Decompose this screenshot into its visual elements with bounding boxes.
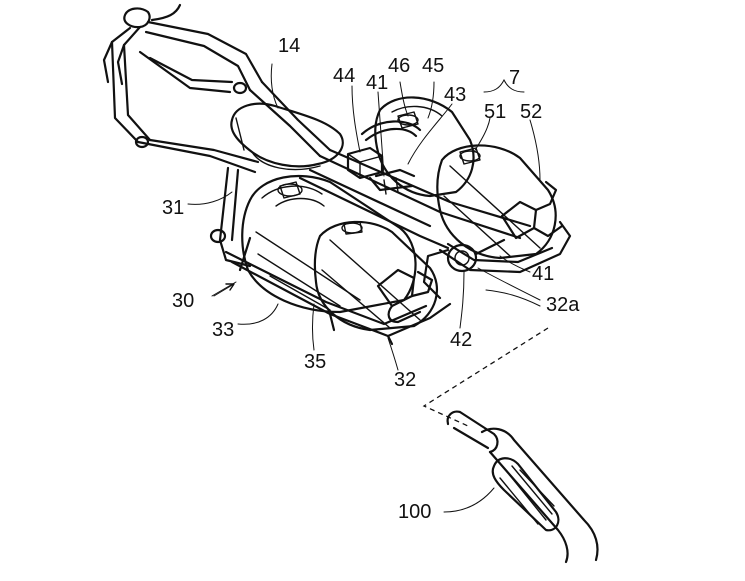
- right-tank-51: [374, 96, 475, 198]
- seat: [230, 102, 344, 171]
- label-33: 33: [212, 319, 235, 341]
- label-51: 51: [484, 101, 507, 123]
- label-35: 35: [304, 351, 327, 373]
- label-100: 100: [398, 501, 432, 523]
- label-41-right: 41: [532, 263, 555, 285]
- side-tubes: [298, 148, 532, 250]
- label-14: 14: [278, 35, 301, 57]
- label-42: 42: [450, 329, 473, 351]
- label-52: 52: [520, 101, 543, 123]
- label-45: 45: [422, 55, 445, 77]
- label-41-top: 41: [366, 72, 389, 94]
- left-tank-clamps: [275, 181, 325, 207]
- fuel-nozzle: [446, 410, 599, 564]
- upper-frame: [102, 3, 332, 174]
- fill-path-dashed: [422, 327, 549, 427]
- lower-frame: [209, 166, 572, 346]
- right-valve: [500, 180, 564, 240]
- left-tank-outer: [241, 174, 417, 314]
- connector-42: [422, 238, 506, 300]
- label-46: 46: [388, 55, 411, 77]
- label-44: 44: [333, 65, 356, 87]
- label-30: 30: [172, 290, 195, 312]
- label-43: 43: [444, 84, 467, 106]
- label-32a: 32a: [546, 294, 580, 316]
- label-7: 7: [509, 67, 521, 89]
- arrow-30: [213, 283, 235, 297]
- label-31: 31: [162, 197, 185, 219]
- label-32: 32: [394, 369, 417, 391]
- regulator: [346, 120, 422, 195]
- leader-lines: [187, 63, 541, 513]
- right-tank-52: [436, 144, 557, 260]
